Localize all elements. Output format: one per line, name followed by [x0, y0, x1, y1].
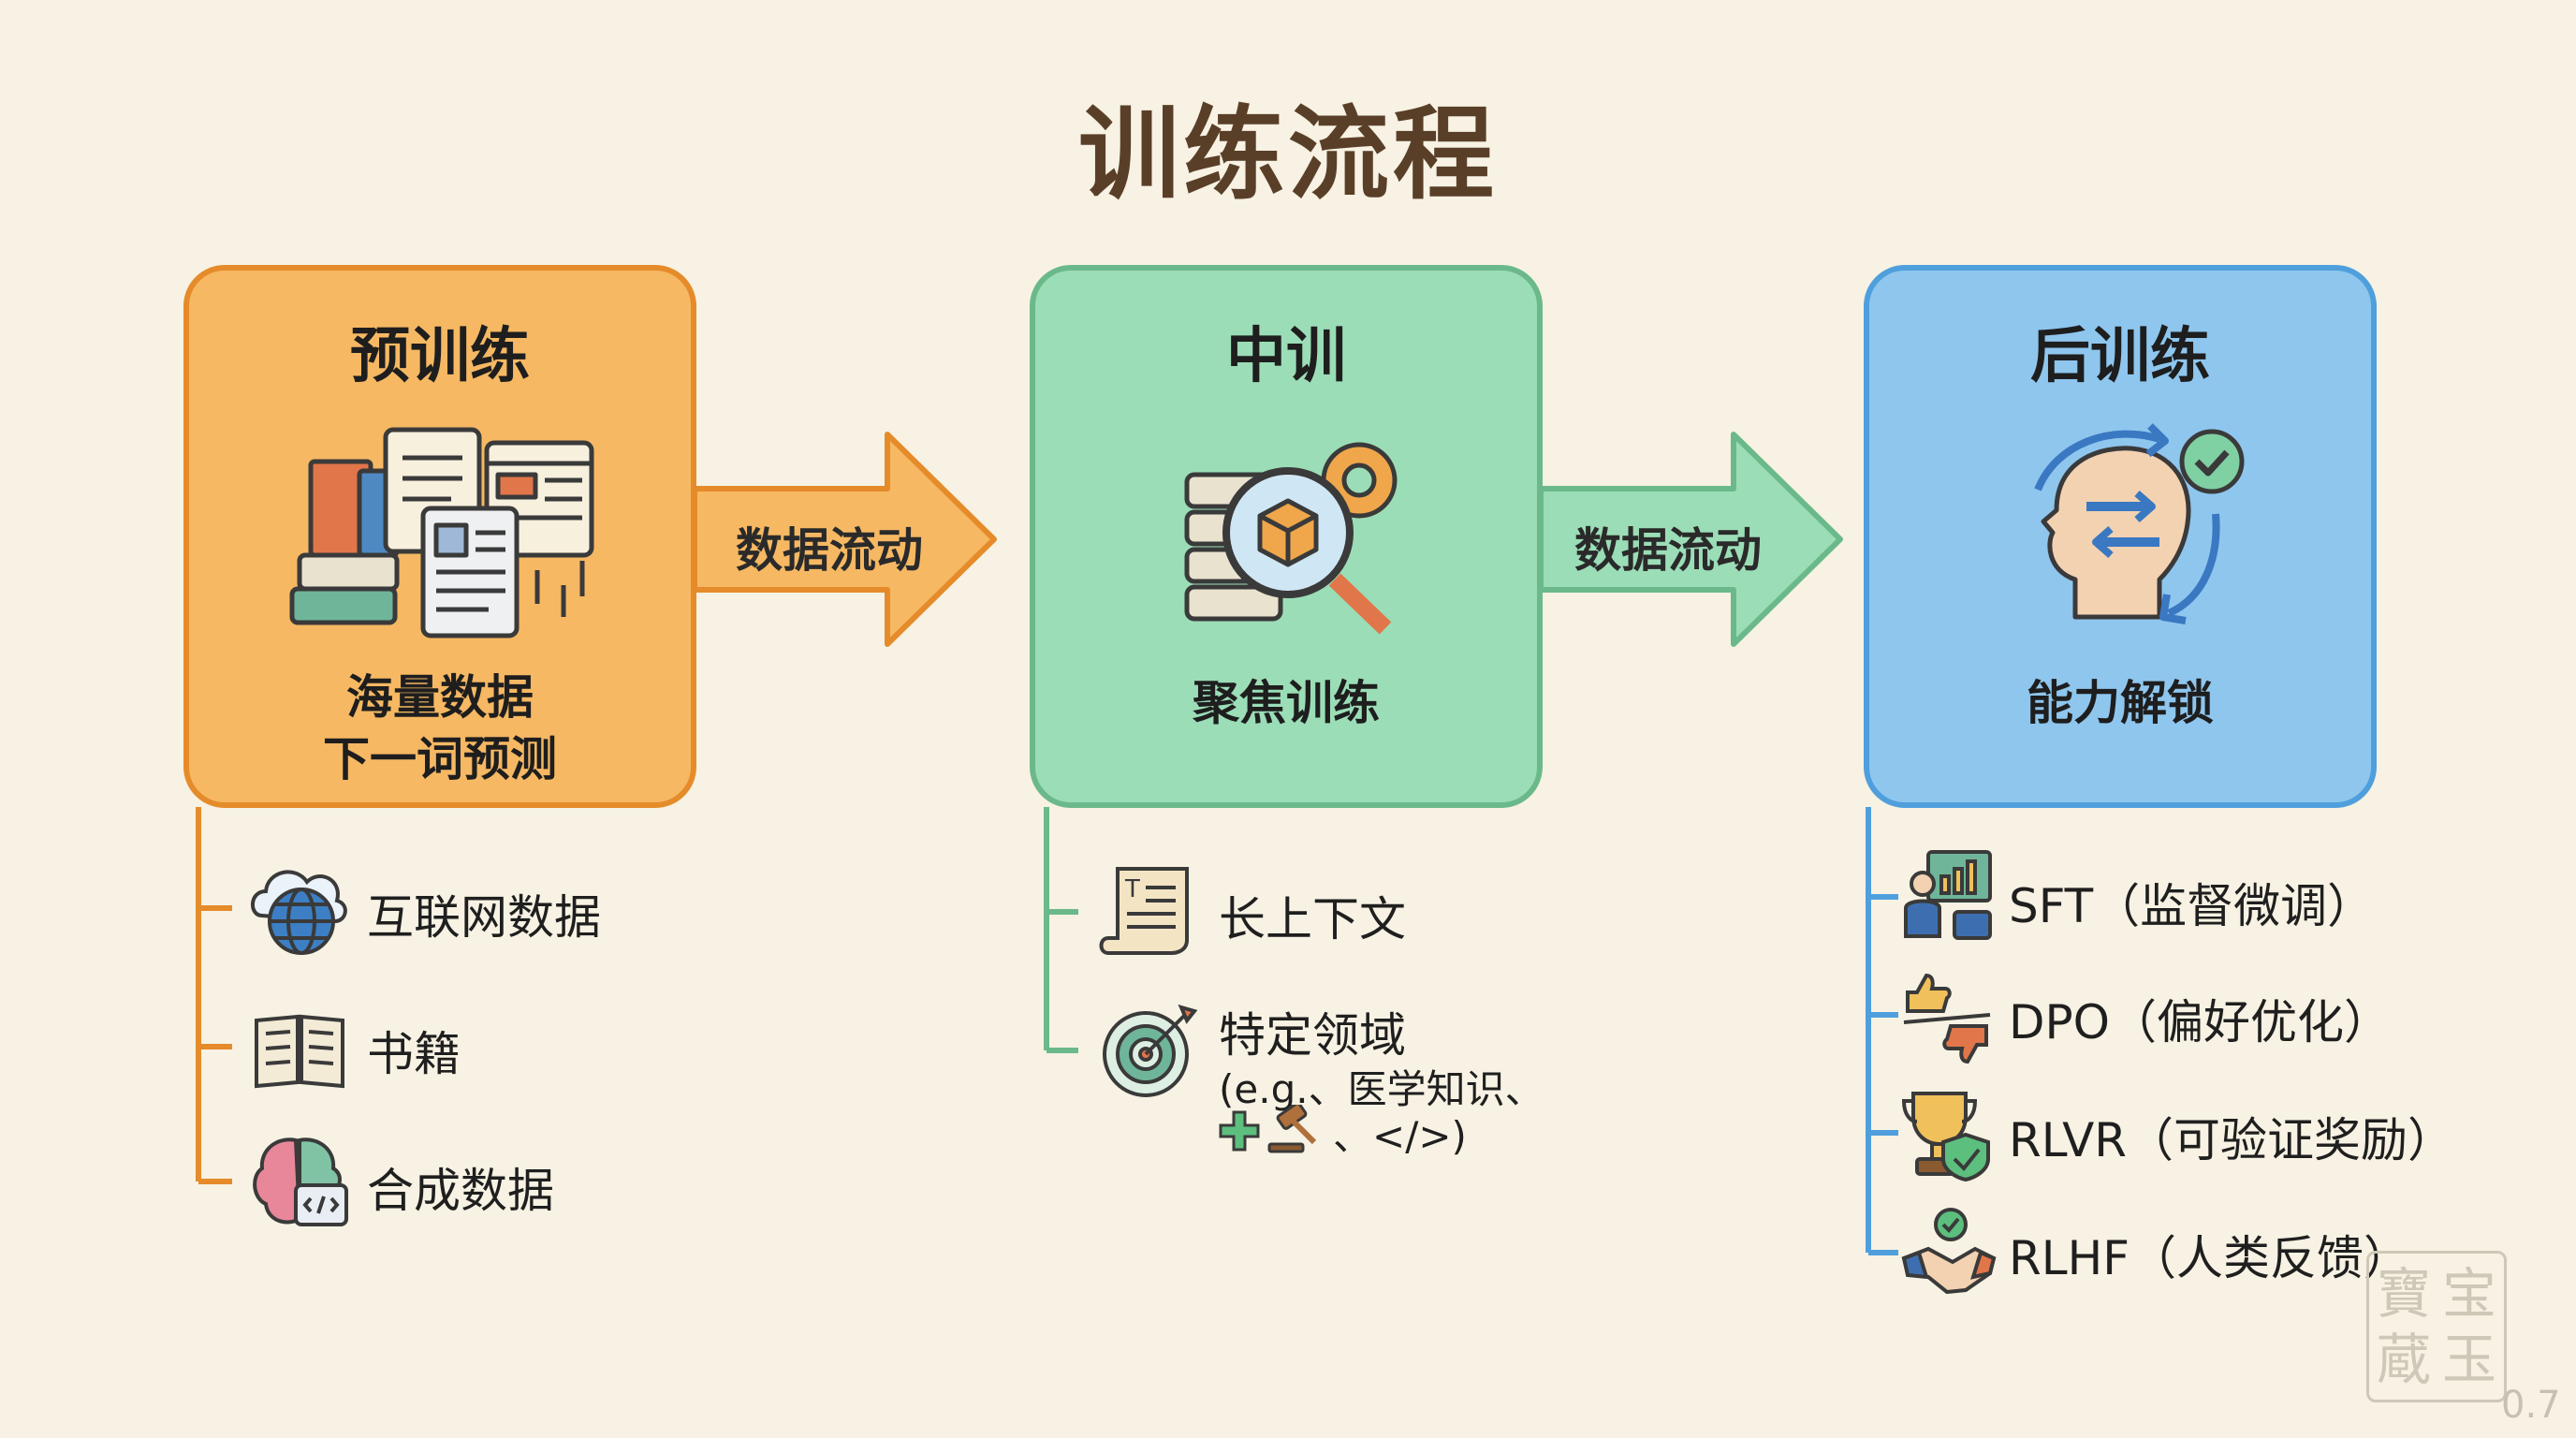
stage-posttrain-title: 后训练 — [2030, 322, 2210, 391]
stage-midtrain-title: 中训 — [1226, 322, 1346, 391]
trophy-shield-icon — [1901, 1092, 1990, 1181]
stage-pretrain-desc-1: 海量数据 — [346, 670, 534, 725]
item-internet-data: 互联网数据 — [367, 890, 601, 945]
medical-cross-icon — [1219, 1110, 1260, 1152]
seal-char-3: 蔵 — [2376, 1328, 2431, 1391]
seal-char-4: 玉 — [2441, 1328, 2496, 1391]
flow-arrow-2 — [1541, 432, 1843, 647]
item-dpo: DPO（偏好优化） — [2009, 995, 2392, 1049]
flow-arrow-2-label: 数据流动 — [1574, 523, 1762, 578]
gavel-icon — [1267, 1105, 1317, 1153]
seal-watermark: 寶 宝 蔵 玉 — [2366, 1251, 2507, 1402]
item-synthetic-data: 合成数据 — [367, 1164, 554, 1218]
item-rlvr: RLVR（可验证奖励） — [2009, 1113, 2455, 1167]
handshake-icon — [1901, 1208, 1997, 1295]
seal-char-1: 寶 — [2376, 1262, 2431, 1326]
stage-midtrain-desc: 聚焦训练 — [1193, 676, 1380, 730]
item-specific-domain-example-tail: 、</>) — [1333, 1113, 1467, 1159]
stage-pretrain-card: 预训练 — [183, 265, 696, 808]
stage-posttrain-desc: 能力解锁 — [2027, 676, 2214, 730]
version-label: 0.7 — [2501, 1384, 2561, 1427]
stage-posttrain-card: 后训练 能力解锁 — [1864, 265, 2377, 808]
item-specific-domain: 特定领域 — [1219, 1008, 1406, 1063]
thumbs-up-down-icon — [1903, 973, 1991, 1064]
brain-code-icon — [253, 1137, 348, 1226]
flow-arrow-1 — [695, 432, 997, 647]
item-books: 书籍 — [367, 1027, 461, 1081]
svg-text:T: T — [1124, 875, 1140, 903]
target-icon — [1103, 1004, 1198, 1097]
item-specific-domain-example: (e.g.、医学知识、 — [1219, 1066, 1544, 1112]
item-long-context: 长上下文 — [1219, 892, 1406, 946]
open-book-icon — [255, 1014, 344, 1089]
head-cycle-icon — [2034, 423, 2245, 624]
item-rlhf: RLHF（人类反馈） — [2009, 1231, 2410, 1285]
item-sft: SFT（监督微调） — [2009, 879, 2375, 933]
books-documents-icon — [289, 427, 594, 638]
globe-cloud-icon — [251, 870, 347, 955]
seal-char-2: 宝 — [2441, 1262, 2496, 1326]
database-magnifier-icon — [1184, 442, 1398, 635]
teacher-chart-icon — [1904, 850, 1992, 940]
flow-arrow-1-label: 数据流动 — [736, 523, 923, 578]
page-title: 训练流程 — [1077, 96, 1498, 213]
stage-pretrain-title: 预训练 — [350, 322, 530, 391]
stage-pretrain-desc-2: 下一词预测 — [323, 732, 557, 786]
scroll-icon: T — [1099, 867, 1189, 955]
stage-midtrain-card: 中训 聚焦训练 — [1030, 265, 1543, 808]
